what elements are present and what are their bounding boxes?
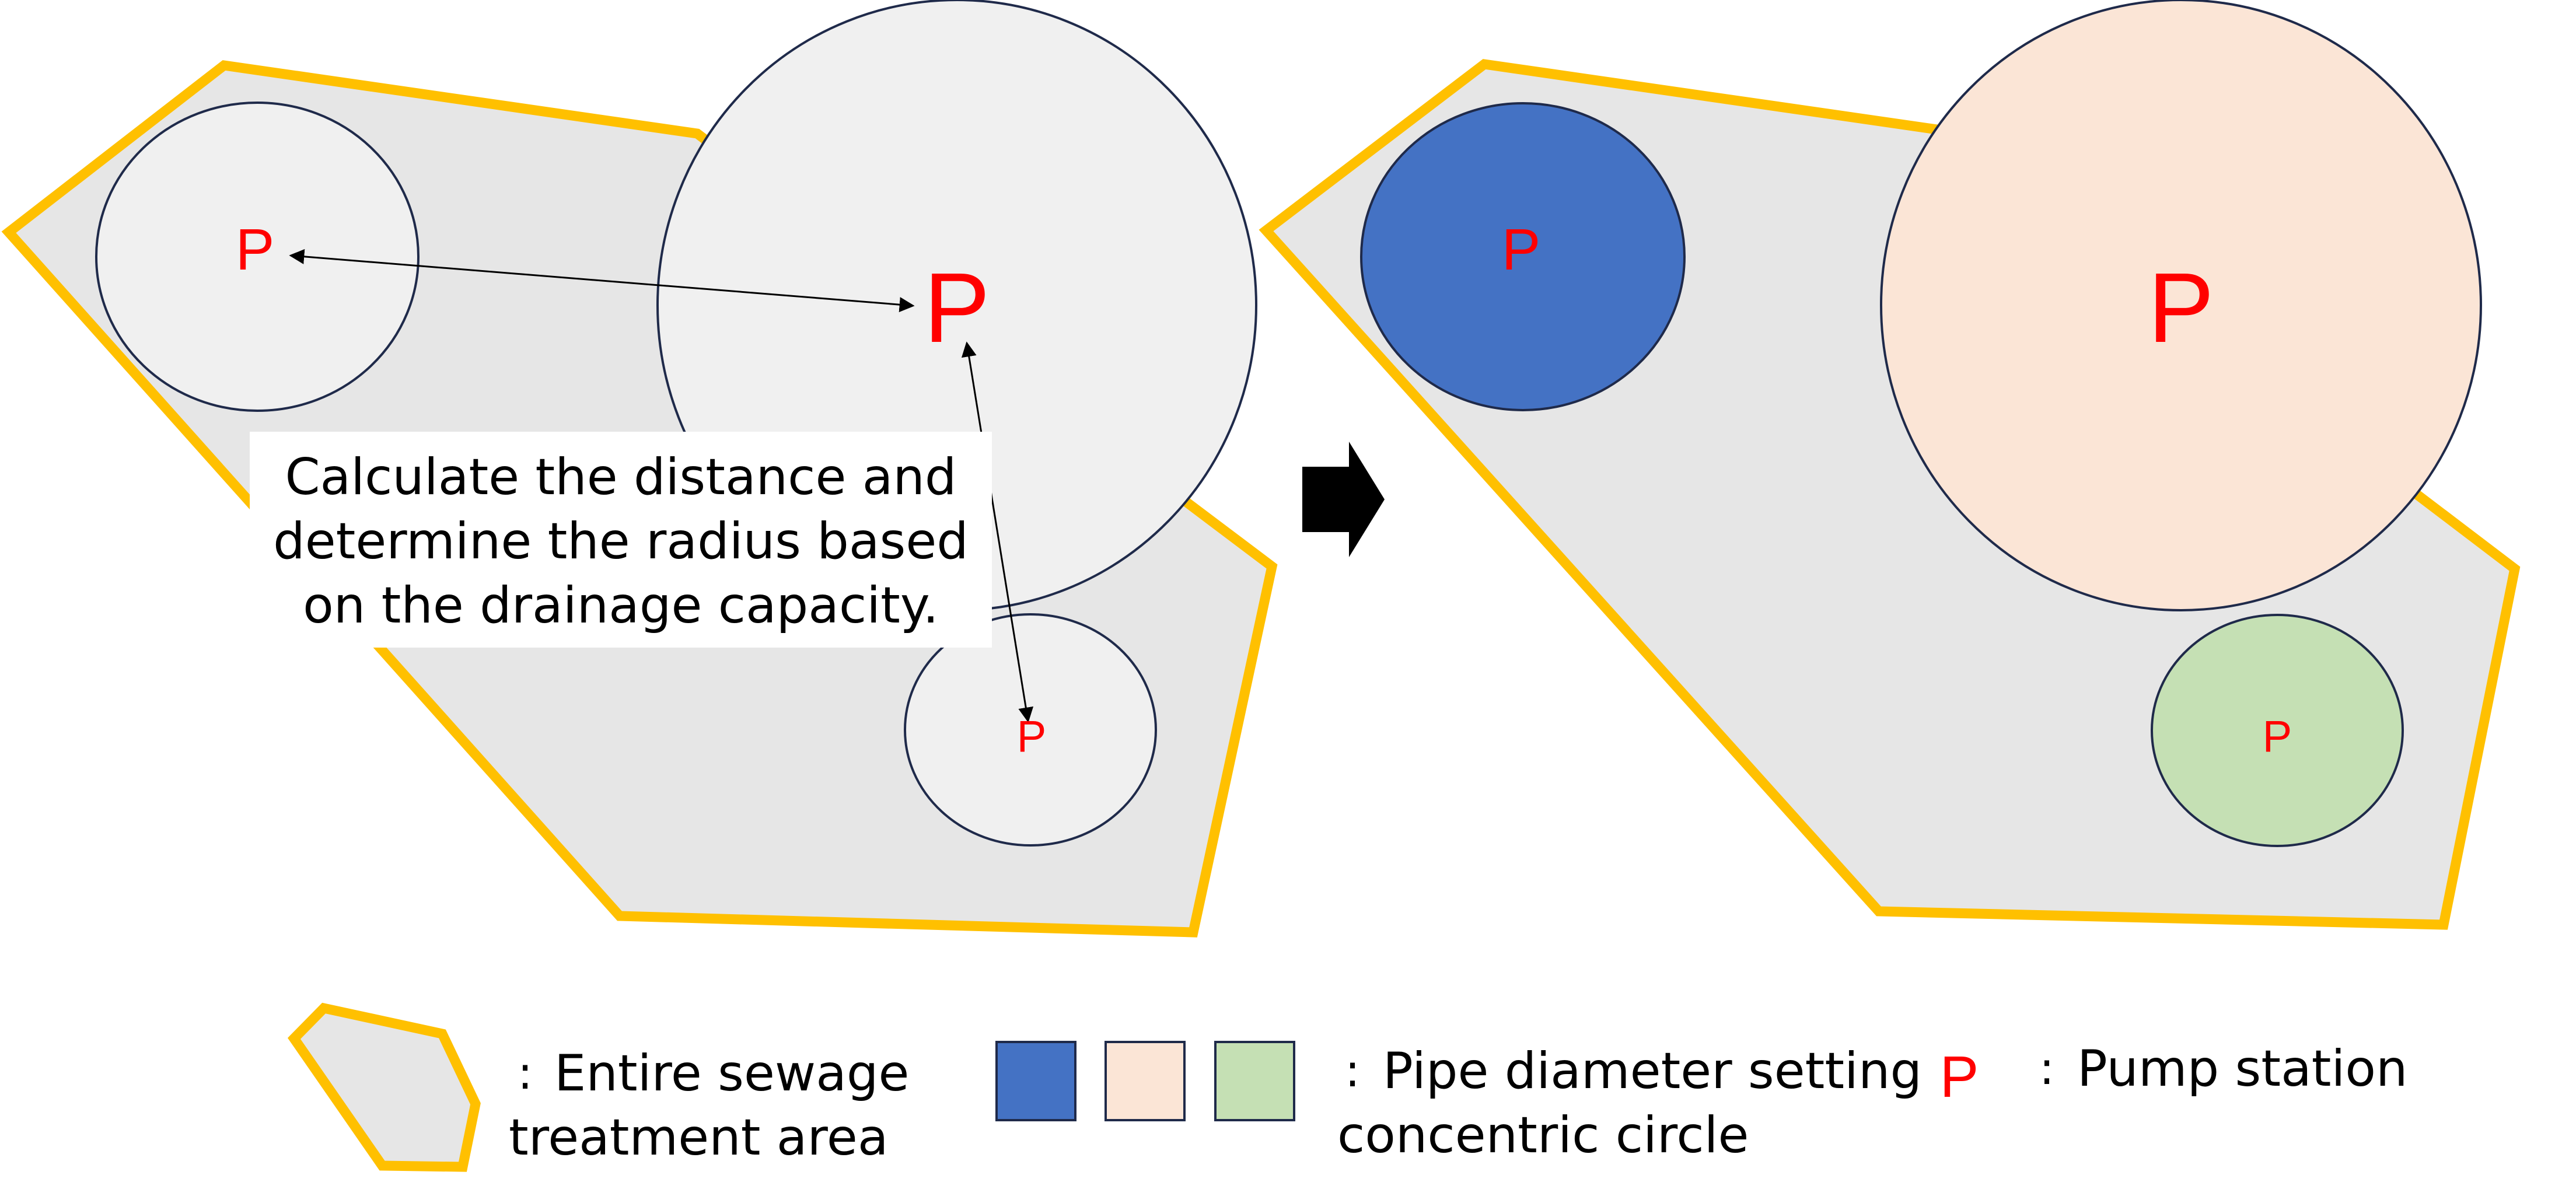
right-pump-green: P: [2263, 712, 2292, 762]
left-pump-large: P: [924, 253, 990, 363]
legend-pump-symbol: P: [1940, 1044, 1979, 1110]
callout-box: Calculate the distance and determine the…: [250, 432, 992, 648]
legend-circles-line-2: concentric circle: [1337, 1106, 1749, 1164]
distance-arrow-center-to-bottom: [961, 341, 1034, 723]
legend-area-swatch: [288, 1002, 481, 1172]
right-panel: P P P: [1259, 0, 2521, 930]
legend-pump-colon: :: [2039, 1043, 2054, 1095]
legend-swatch-blue: [995, 1041, 1076, 1121]
right-circle-blue: [1360, 102, 1686, 411]
right-circle-peach: [1880, 0, 2482, 611]
legend-circles-colon: :: [1345, 1045, 1360, 1097]
legend-pump-label: Pump station: [2077, 1040, 2408, 1098]
legend-area-colon: :: [518, 1047, 533, 1100]
callout-line-1: Calculate the distance and: [285, 448, 956, 506]
callout-line-2: determine the radius based: [273, 512, 969, 571]
left-pump-small: P: [236, 217, 275, 282]
legend-swatch-green: [1214, 1041, 1295, 1121]
callout-background: [250, 432, 992, 648]
legend-area-line-2: treatment area: [509, 1108, 889, 1167]
left-pump-bottom: P: [1017, 712, 1047, 762]
right-pump-peach: P: [2148, 253, 2214, 363]
transition-arrow-icon: [1302, 442, 1385, 557]
legend-circles-line-1: Pipe diameter setting: [1383, 1042, 1922, 1100]
legend-area-line-1: Entire sewage: [554, 1044, 909, 1103]
right-circle-green: [2151, 614, 2404, 847]
left-panel: Calculate the distance and determine the…: [1, 0, 1278, 938]
legend-swatch-peach: [1105, 1041, 1186, 1121]
callout-line-3: on the drainage capacity.: [303, 576, 939, 635]
distance-arrow-left-to-center: [289, 249, 915, 313]
right-pump-blue: P: [1502, 217, 1541, 282]
legend: : Entire sewage treatment area : Pipe di…: [288, 1002, 2408, 1172]
